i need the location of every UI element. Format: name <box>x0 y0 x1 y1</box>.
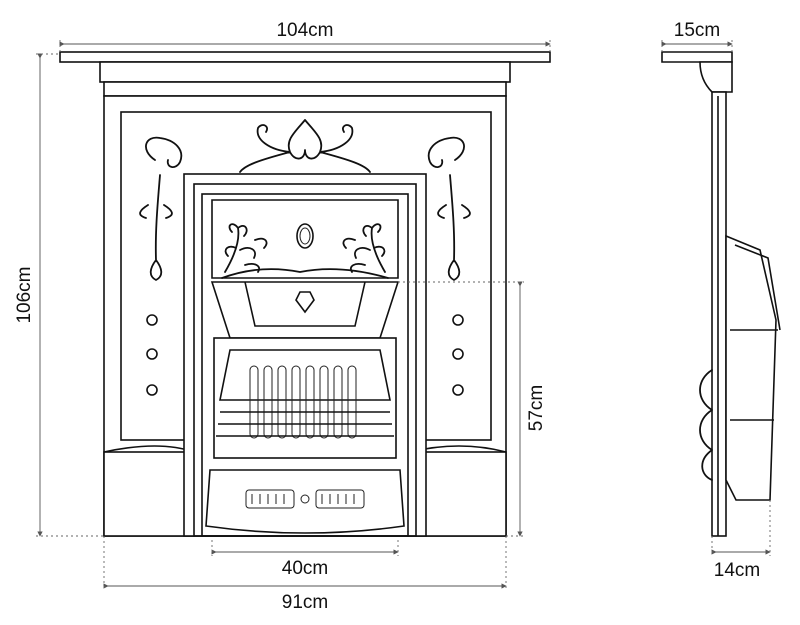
insert-top-panel <box>211 199 399 279</box>
front-view <box>59 51 551 537</box>
side-bottom-depth-label: 14cm <box>714 560 760 581</box>
mantel-shelf <box>59 51 551 63</box>
frieze <box>103 81 507 97</box>
opening-frame-inner <box>201 193 409 537</box>
oval-ornament <box>296 223 314 249</box>
side-insert-lines <box>730 329 778 421</box>
hood-inner <box>244 281 366 327</box>
left-whiplash-ornament <box>139 136 183 281</box>
left-plinth <box>103 451 195 537</box>
top-center-ornament <box>239 119 371 173</box>
grate-frame <box>213 337 397 459</box>
opening-width-label: 40cm <box>282 558 328 579</box>
fret-slots <box>245 489 365 509</box>
side-view <box>661 51 781 537</box>
right-floral-spray <box>342 223 386 273</box>
hood <box>210 281 400 339</box>
right-studs <box>452 314 464 396</box>
oval-ornament-inner <box>299 227 311 245</box>
overall-height-label: 106cm <box>14 266 35 323</box>
side-hood-line <box>734 244 781 331</box>
side-grate-curve <box>699 369 713 481</box>
opening-height-label: 57cm <box>526 385 547 431</box>
left-studs <box>146 314 158 396</box>
bottom-width-label: 91cm <box>282 592 328 613</box>
grate-back <box>219 349 391 401</box>
top-width-label: 104cm <box>276 20 333 41</box>
left-floral-spray <box>224 223 268 273</box>
hood-keyhole <box>295 291 315 314</box>
ash-pan <box>205 469 405 534</box>
side-top-depth-label: 15cm <box>674 20 720 41</box>
dimension-lines <box>36 40 771 590</box>
side-cornice <box>699 61 733 93</box>
grate-rails <box>216 411 394 437</box>
side-shelf <box>661 51 733 63</box>
side-body <box>711 91 727 537</box>
cornice <box>99 61 511 83</box>
insert-scroll-band <box>221 268 389 279</box>
right-whiplash-ornament <box>427 136 471 281</box>
side-insert <box>725 234 777 501</box>
grate-bars <box>249 365 357 439</box>
